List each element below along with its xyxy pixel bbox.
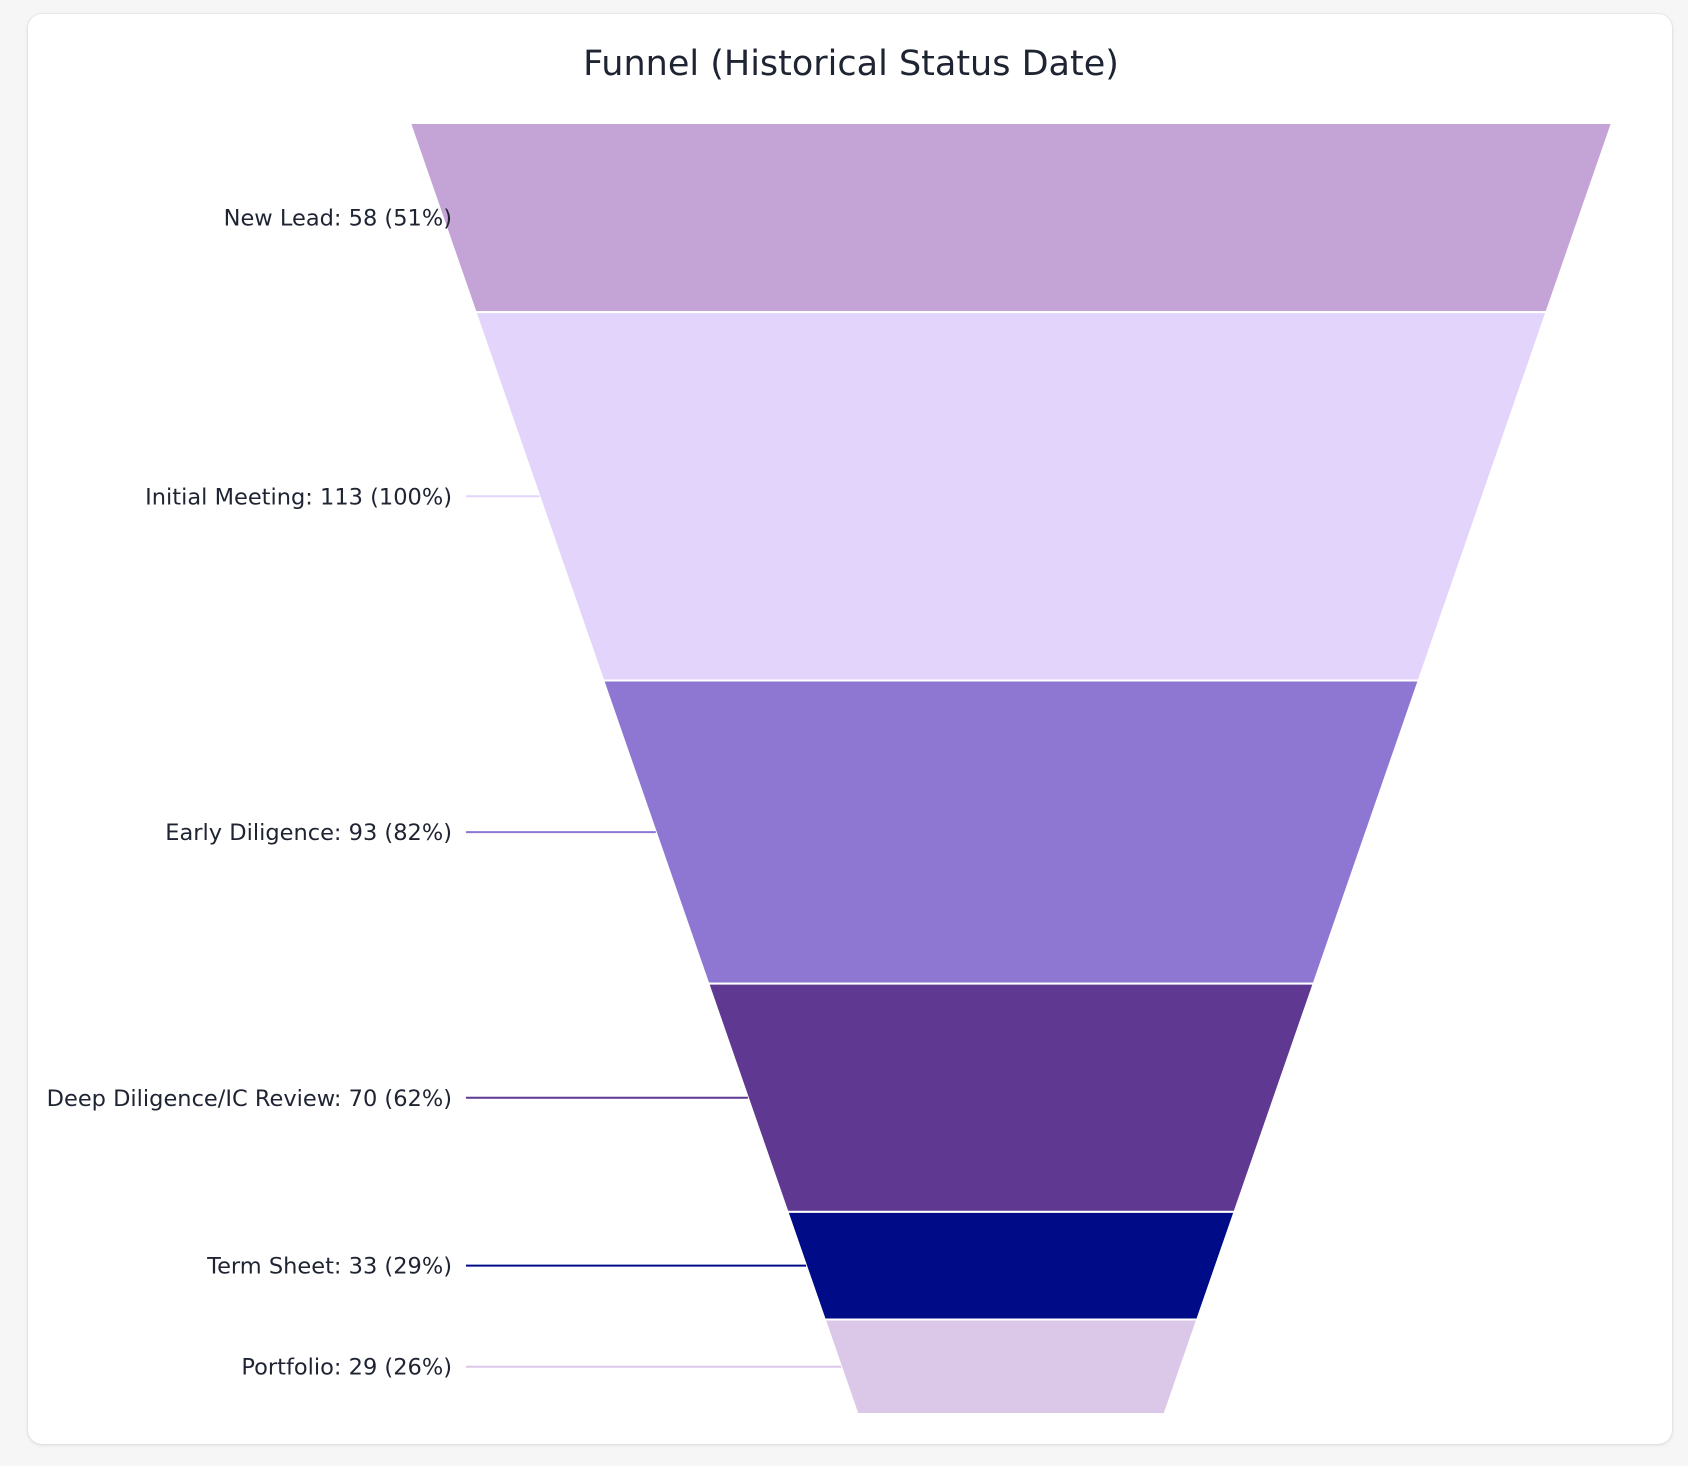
stage-label-0: New Lead: 58 (51%) [224, 206, 452, 232]
stage-label-5: Portfolio: 29 (26%) [241, 1355, 452, 1381]
stage-labels: New Lead: 58 (51%) Initial Meeting: 113 (… [47, 206, 452, 1381]
chart-title: Funnel (Historical Status Date) [583, 44, 1119, 84]
funnel-segment-5[interactable] [823, 1318, 1199, 1415]
funnel-segment-1[interactable] [474, 311, 1548, 682]
funnel-segment-0[interactable] [408, 122, 1614, 314]
stage-label-1: Initial Meeting: 113 (100%) [145, 484, 452, 510]
label-connectors [466, 495, 842, 1368]
stage-label-4: Term Sheet: 33 (29%) [206, 1254, 452, 1280]
funnel-segment-3[interactable] [706, 982, 1316, 1213]
stage-label-2: Early Diligence: 93 (82%) [165, 820, 452, 846]
funnel-segments [408, 122, 1614, 1415]
funnel-segment-4[interactable] [786, 1210, 1236, 1321]
funnel-segment-2[interactable] [601, 679, 1421, 985]
stage-label-3: Deep Diligence/IC Review: 70 (62%) [47, 1086, 452, 1112]
